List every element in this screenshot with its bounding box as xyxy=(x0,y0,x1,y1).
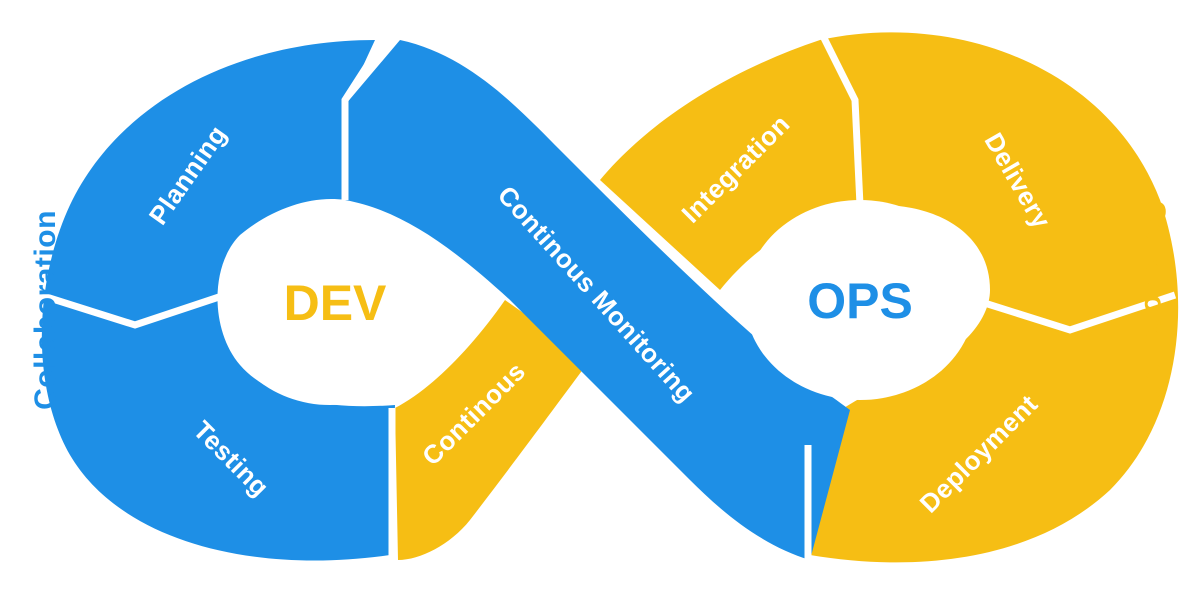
segment-continous-monitoring xyxy=(345,40,850,560)
segment-ops-ring xyxy=(600,32,1179,563)
segment-continous xyxy=(395,300,590,560)
dev-label: DEV xyxy=(284,275,387,331)
dev-hub xyxy=(220,205,440,405)
ops-hub xyxy=(745,200,975,400)
collaboration-left-label: Collaboration xyxy=(29,210,62,410)
ops-label: OPS xyxy=(807,273,913,329)
segment-dividers xyxy=(38,28,1177,565)
segment-dev-ring xyxy=(41,40,396,561)
collaboration-right-label: Collaboration xyxy=(1138,200,1171,400)
